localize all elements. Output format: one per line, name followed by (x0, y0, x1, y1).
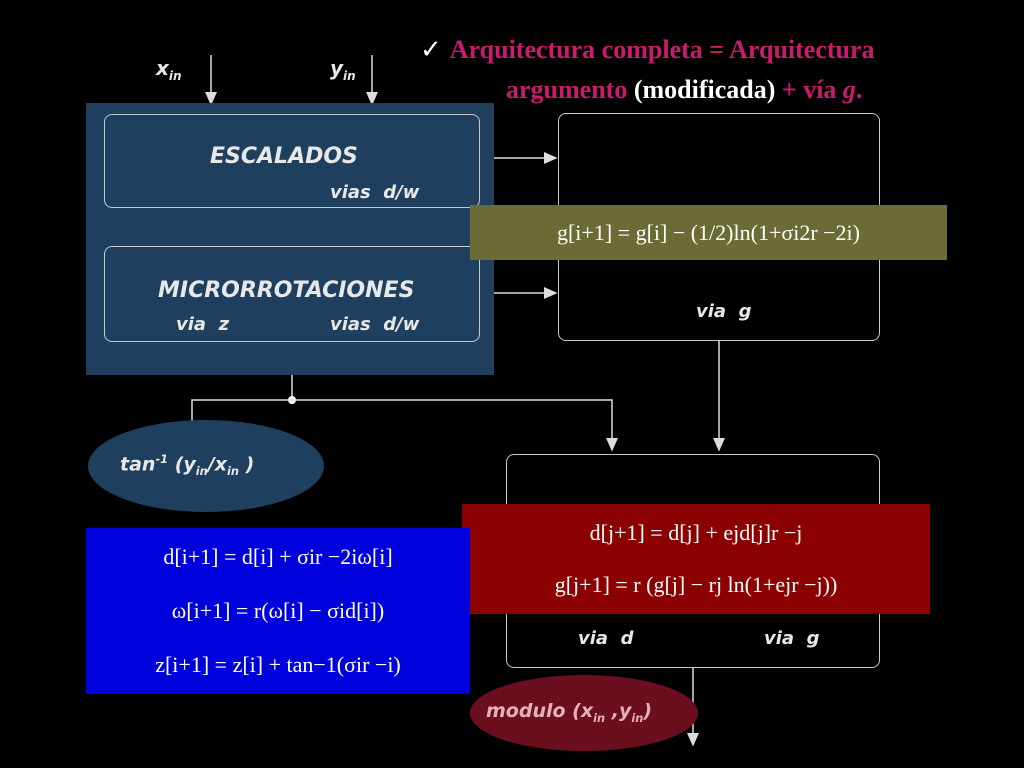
equation-d-j: d[j+1] = d[j] + ejd[j]r −j (589, 520, 803, 545)
tan-ellipse (88, 420, 324, 512)
title-modificada: (modificada) (633, 75, 776, 104)
title-period: . (855, 75, 863, 104)
arrow-to-bottom (292, 399, 618, 452)
micro-block (104, 246, 480, 342)
right-top-via-g: via g (696, 301, 752, 322)
title-via: + vía (781, 75, 837, 104)
title-g: g (842, 75, 856, 104)
tan-label: tan-1 (yin/xin ) (120, 452, 255, 479)
left-panel (86, 103, 494, 375)
micro-vias: vias d/w (330, 314, 420, 335)
equation-red-box: d[j+1] = d[j] + ejd[j]r −j g[j+1] = r (g… (462, 504, 930, 614)
equation-z-i: z[i+1] = z[i] + tan−1(σir −i) (155, 652, 401, 677)
equation-g-olive: g[i+1] = g[i] − (1/2)ln(1+σi2r −2i) (470, 205, 947, 260)
equation-omega-i: ω[i+1] = r(ω[i] − σid[i]) (171, 598, 385, 623)
modulo-label: modulo (xin ,yin) (486, 700, 653, 725)
title-argumento: argumento (506, 75, 628, 104)
title-line1: Arquitectura completa = Arquitectura (449, 35, 875, 64)
escalados-label: ESCALADOS (210, 144, 358, 169)
equation-d-i: d[i+1] = d[i] + σir −2iω[i] (163, 544, 393, 569)
check-icon: ✓ (420, 35, 442, 64)
input-x-label: xin (156, 56, 182, 83)
right-bottom-via-g: via g (764, 628, 820, 649)
modulo-ellipse (470, 675, 698, 751)
slide-title: ✓Arquitectura completa = Arquitectura ar… (420, 30, 1020, 110)
equation-g-j: g[j+1] = r (g[j] − rj ln(1+ejr −j)) (554, 572, 838, 597)
escalados-block (104, 114, 480, 208)
micro-via-z: via z (176, 314, 230, 335)
right-bottom-via-d: via d (578, 628, 634, 649)
micro-label: MICRORROTACIONES (158, 278, 415, 303)
equation-g-text: g[i+1] = g[i] − (1/2)ln(1+σi2r −2i) (556, 219, 860, 245)
equation-blue-box: d[i+1] = d[i] + σir −2iω[i] ω[i+1] = r(ω… (86, 528, 470, 694)
escalados-vias: vias d/w (330, 182, 420, 203)
input-y-label: yin (330, 56, 356, 83)
